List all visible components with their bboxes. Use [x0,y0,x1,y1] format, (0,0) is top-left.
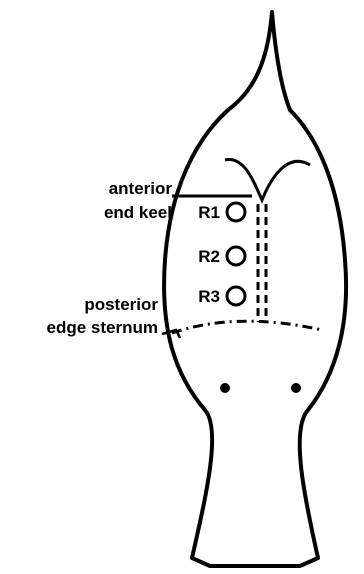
anterior-label-line2: end keel [104,203,172,222]
site-r1-label: R1 [198,203,220,222]
site-r3-circle [227,287,245,305]
dot-left [220,383,230,393]
site-r3-label: R3 [198,287,220,306]
keel-notch [225,159,310,200]
site-r1-circle [227,203,245,221]
site-r2-label: R2 [198,247,220,266]
dot-right [291,383,301,393]
anterior-label-line1: anterior [109,179,173,198]
sternum-edge-line [172,321,322,333]
posterior-label-line2: edge sternum [47,318,158,337]
posterior-label-line1: posterior [84,295,158,314]
body-outline [164,12,346,566]
site-r2-circle [227,247,245,265]
